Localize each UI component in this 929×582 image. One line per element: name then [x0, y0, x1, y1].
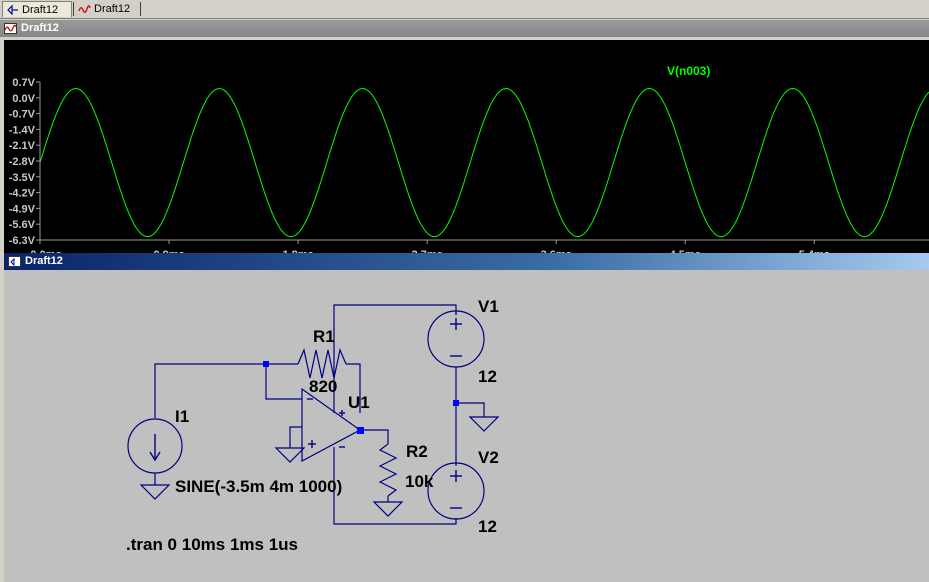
u1-name[interactable]: U1 [348, 393, 370, 412]
waveform-window-title: Draft12 [21, 22, 59, 34]
schematic-icon [7, 4, 18, 15]
v2-value[interactable]: 12 [478, 517, 497, 536]
y-tick-label: -6.3V [9, 235, 36, 247]
wire-output-to-r2[interactable] [382, 429, 389, 444]
r2-name[interactable]: R2 [406, 442, 428, 461]
y-tick-label: -4.2V [9, 188, 36, 200]
wire-feedback-to-minus[interactable] [265, 364, 302, 400]
waveform-icon [78, 4, 91, 13]
tab-waveform-label: Draft12 [94, 3, 131, 15]
wire-mid-to-ground[interactable] [456, 402, 485, 417]
ground-supply-mid [468, 416, 500, 432]
u1-opamp[interactable] [301, 387, 362, 463]
v1-name[interactable]: V1 [478, 297, 499, 316]
waveform-window-icon [4, 23, 17, 34]
y-tick-label: -3.5V [9, 172, 36, 184]
ground-r2 [372, 501, 404, 517]
wire-plus-to-ground[interactable] [289, 426, 302, 448]
tab-schematic-label: Draft12 [22, 3, 59, 16]
wire-i1-to-node[interactable] [154, 363, 266, 418]
r2-resistor[interactable] [378, 443, 398, 497]
node-junction[interactable] [357, 427, 364, 434]
schematic-window-icon [8, 256, 21, 267]
y-tick-label: -2.1V [9, 140, 36, 152]
document-tab-bar: Draft12 Draft12 [0, 0, 929, 19]
y-tick-label: -2.8V [9, 156, 36, 168]
tab-schematic[interactable]: Draft12 [2, 1, 72, 17]
v1-value[interactable]: 12 [478, 367, 497, 386]
ground-opamp-plus [274, 447, 306, 463]
waveform-plot[interactable]: V(n003) 0.7V 0.0V -0.7V -1.4V -2.1V -2.8V -3.5… [4, 40, 929, 267]
y-tick-label: -4.9V [9, 203, 36, 215]
schematic-canvas[interactable]: R1 820 U1 I1 SINE(-3.5m 4m 1000) R2 10k … [4, 270, 929, 582]
trace-v-n003[interactable] [39, 87, 929, 238]
trace-label[interactable]: V(n003) [667, 64, 710, 78]
r1-value[interactable]: 820 [309, 377, 337, 396]
schematic-window: Draft12 [0, 253, 929, 582]
plot-background [4, 40, 929, 267]
ground-i1 [139, 484, 171, 500]
i1-name[interactable]: I1 [175, 407, 189, 426]
node-junction[interactable] [453, 400, 459, 406]
r2-value[interactable]: 10k [405, 472, 434, 491]
y-tick-label: 0.7V [12, 77, 35, 89]
v2-name[interactable]: V2 [478, 448, 499, 467]
r1-resistor[interactable] [297, 348, 347, 379]
wire-vplus-supply[interactable] [333, 304, 457, 413]
spice-directive[interactable]: .tran 0 10ms 1ms 1us [126, 535, 298, 554]
i1-value[interactable]: SINE(-3.5m 4m 1000) [175, 477, 342, 496]
schematic-titlebar[interactable]: Draft12 [4, 253, 929, 270]
waveform-window: Draft12 V(n003) 0.7V 0.0V -0.7V -1.4V -2.1V -… [0, 20, 929, 267]
waveform-titlebar[interactable]: Draft12 [0, 20, 929, 37]
y-tick-label: -5.6V [9, 219, 36, 231]
wire-vminus-supply[interactable] [333, 447, 457, 525]
v2-source[interactable] [427, 462, 485, 520]
r1-name[interactable]: R1 [313, 327, 335, 346]
schematic-window-title: Draft12 [25, 255, 63, 267]
wire-r1-to-output[interactable] [346, 363, 361, 413]
node-junction[interactable] [263, 361, 269, 367]
tab-waveform[interactable]: Draft12 [75, 1, 139, 17]
y-tick-label: 0.0V [12, 93, 35, 105]
y-tick-label: -0.7V [9, 109, 36, 121]
y-tick-label: -1.4V [9, 124, 36, 136]
